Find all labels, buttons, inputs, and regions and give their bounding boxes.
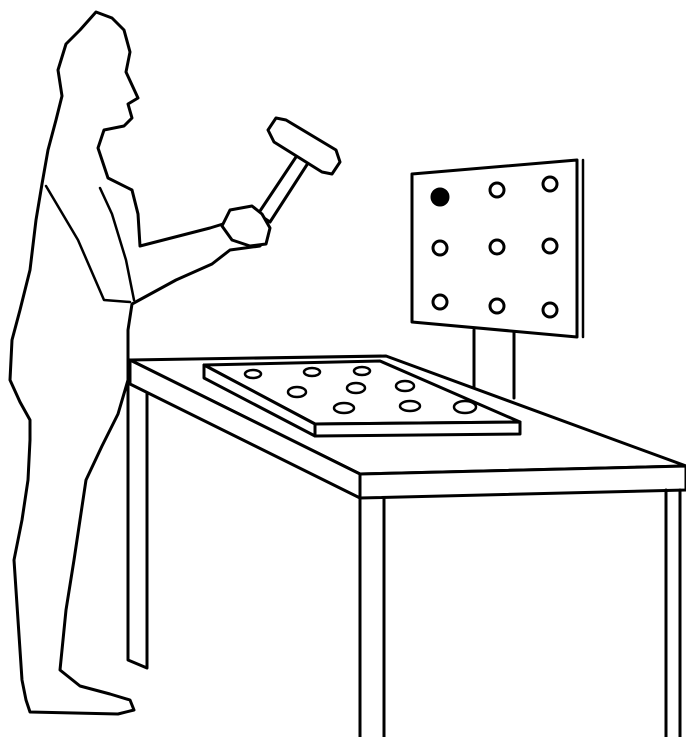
display-dot: [433, 295, 447, 309]
pegboard-hole: [288, 387, 306, 397]
display-dot: [543, 303, 557, 317]
display-dot: [543, 177, 557, 191]
display-dot-active: [432, 189, 448, 205]
display-dot: [433, 241, 447, 255]
display-dot: [543, 239, 557, 253]
pegboard-hole: [245, 370, 261, 378]
display-dot: [490, 240, 504, 254]
pegboard-hole: [454, 401, 476, 413]
pegboard-hole: [304, 368, 320, 376]
target-display-icon: [412, 160, 583, 398]
display-dot: [490, 183, 504, 197]
pegboard-hole: [347, 383, 365, 393]
pegboard-hole: [400, 401, 420, 411]
display-dot: [490, 299, 504, 313]
pegboard-hole: [354, 367, 370, 375]
hammer-icon: [222, 118, 340, 246]
pegboard-hole: [334, 403, 354, 413]
pegboard-hole: [396, 381, 414, 391]
